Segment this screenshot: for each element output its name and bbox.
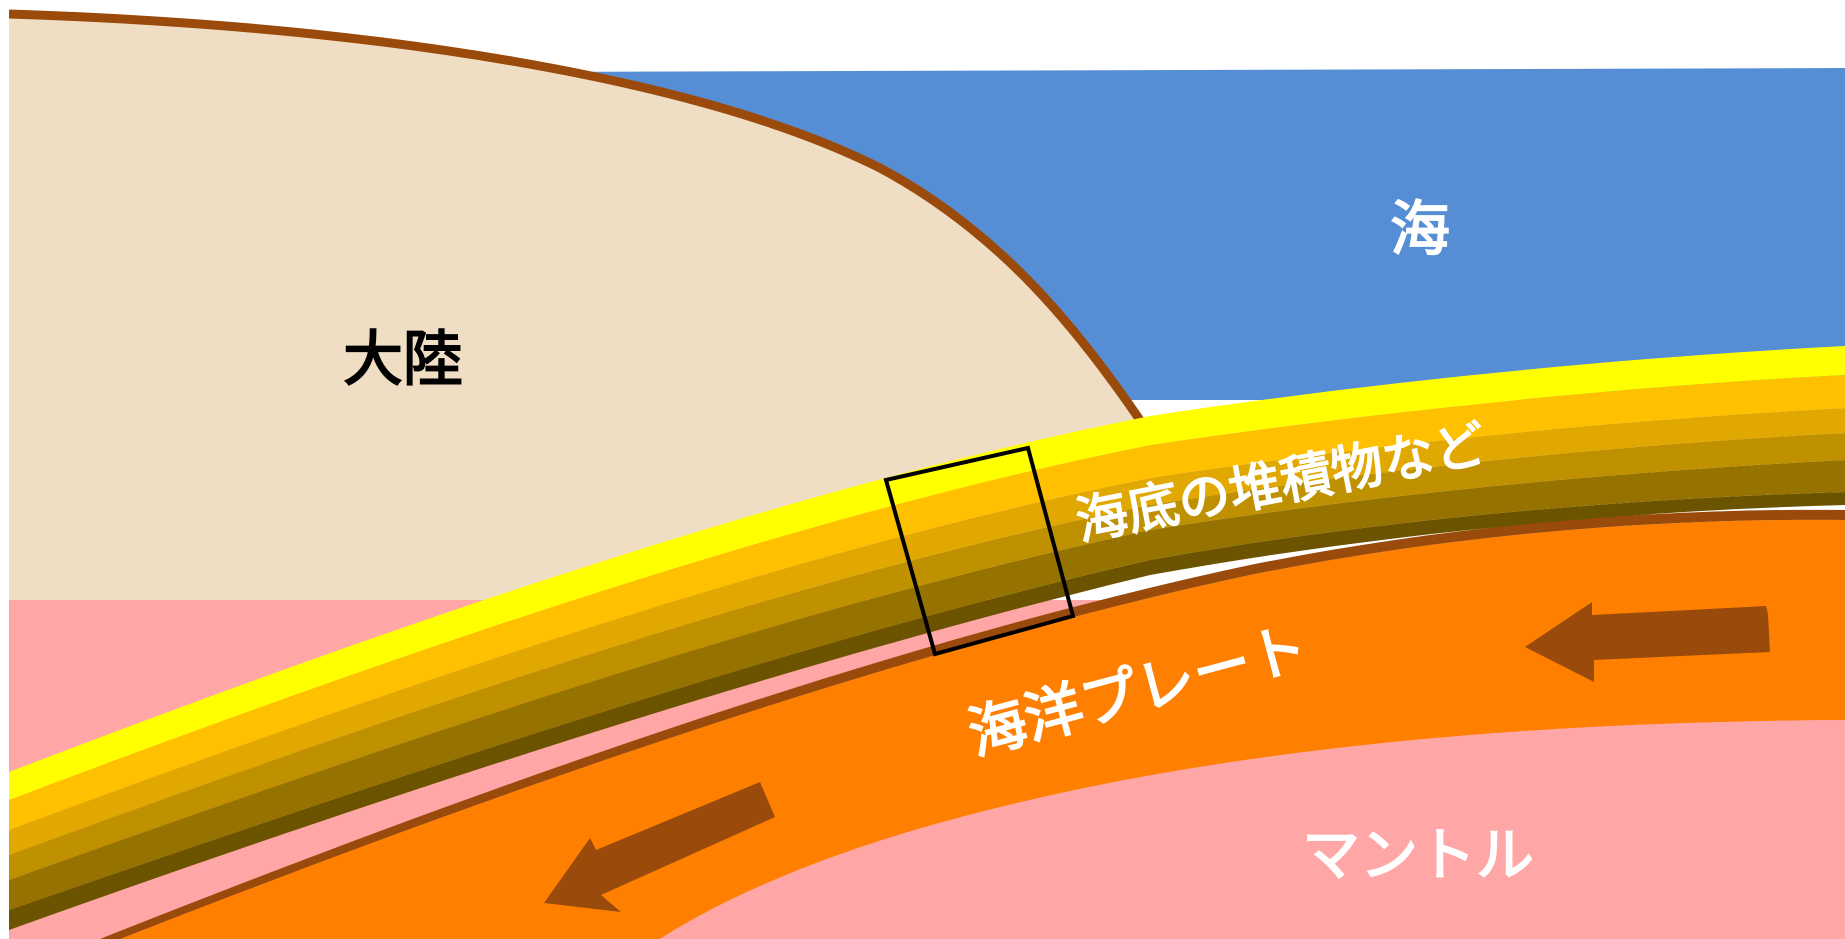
sediment-sample-frame [883, 445, 1076, 657]
continent-outline [9, 9, 1154, 438]
oceanic-plate-area [9, 519, 1845, 939]
plate-motion-arrow-right [1525, 602, 1770, 682]
plate-motion-arrow-left [544, 782, 775, 912]
mantle-area [660, 720, 1845, 939]
sea-label: 海 [1390, 195, 1450, 265]
continent-label: 大陸 [343, 325, 463, 395]
mantle-label: マントル [1302, 821, 1534, 889]
